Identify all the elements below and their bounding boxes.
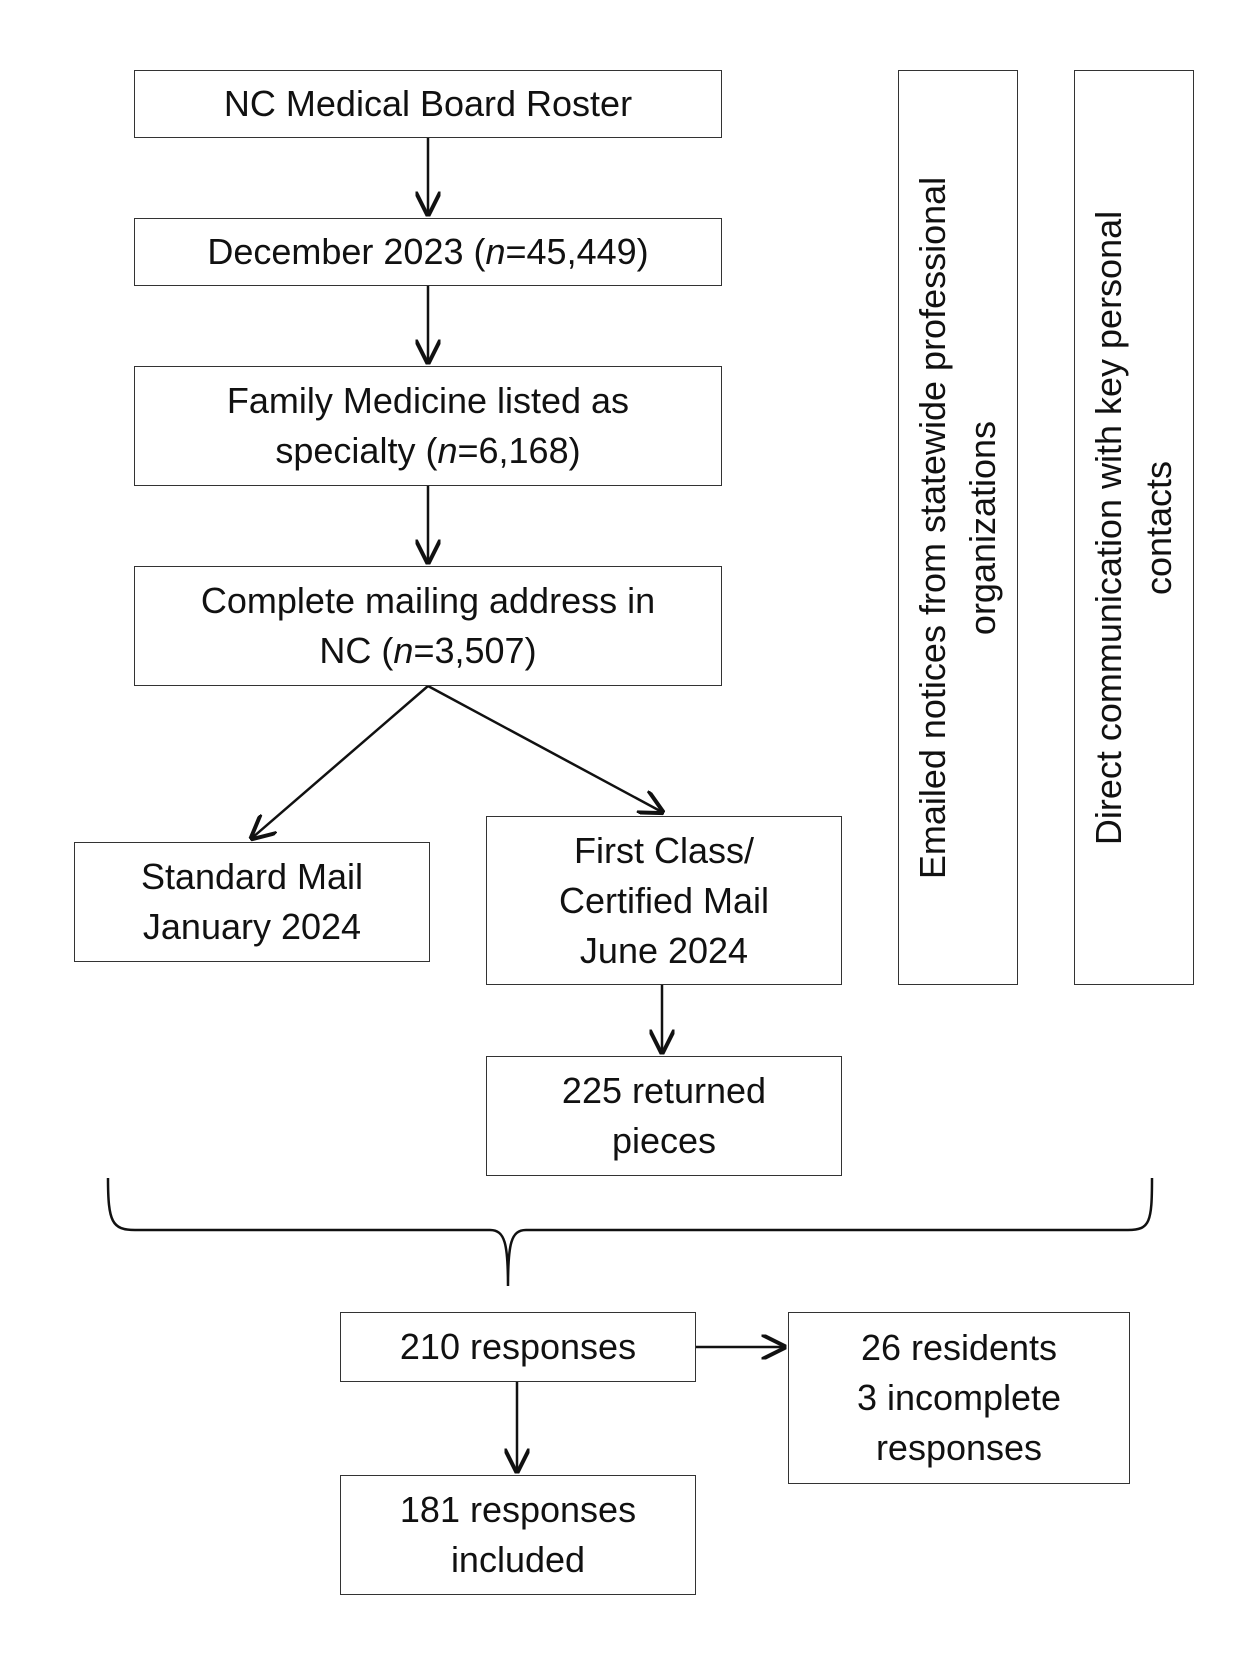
family-medicine-label: Family Medicine listed as specialty (n=6… xyxy=(226,380,630,471)
family-medicine-box: Family Medicine listed as specialty (n=6… xyxy=(134,366,722,486)
roster-label: NC Medical Board Roster xyxy=(223,83,633,124)
emailed-notices-box: Emailed notices from statewide professio… xyxy=(898,70,1018,985)
excluded-label: 26 residents 3 incomplete responses xyxy=(856,1327,1062,1468)
emailed-notices-label: Emailed notices from statewide professio… xyxy=(912,176,1003,879)
returned-label: 225 returned pieces xyxy=(561,1070,767,1161)
included-label: 181 responses included xyxy=(399,1489,637,1580)
december-label: December 2023 (n=45,449) xyxy=(207,231,649,272)
direct-communication-label: Direct communication with key personal c… xyxy=(1088,210,1179,845)
included-box: 181 responses included xyxy=(340,1475,696,1595)
returned-box: 225 returned pieces xyxy=(486,1056,842,1176)
direct-communication-box: Direct communication with key personal c… xyxy=(1074,70,1194,985)
excluded-box: 26 residents 3 incomplete responses xyxy=(788,1312,1130,1484)
roster-box: NC Medical Board Roster xyxy=(134,70,722,138)
responses-box: 210 responses xyxy=(340,1312,696,1382)
first-class-box: First Class/ Certified Mail June 2024 xyxy=(486,816,842,985)
december-box: December 2023 (n=45,449) xyxy=(134,218,722,286)
complete-address-box: Complete mailing address in NC (n=3,507) xyxy=(134,566,722,686)
arrow-address-to-standard-mail xyxy=(252,685,429,838)
complete-address-label: Complete mailing address in NC (n=3,507) xyxy=(200,580,656,671)
standard-mail-label: Standard Mail January 2024 xyxy=(140,856,364,947)
first-class-label: First Class/ Certified Mail June 2024 xyxy=(558,829,770,971)
responses-label: 210 responses xyxy=(399,1326,637,1367)
curly-brace xyxy=(106,1177,1154,1287)
standard-mail-box: Standard Mail January 2024 xyxy=(74,842,430,962)
arrow-address-to-first-class xyxy=(427,684,662,812)
